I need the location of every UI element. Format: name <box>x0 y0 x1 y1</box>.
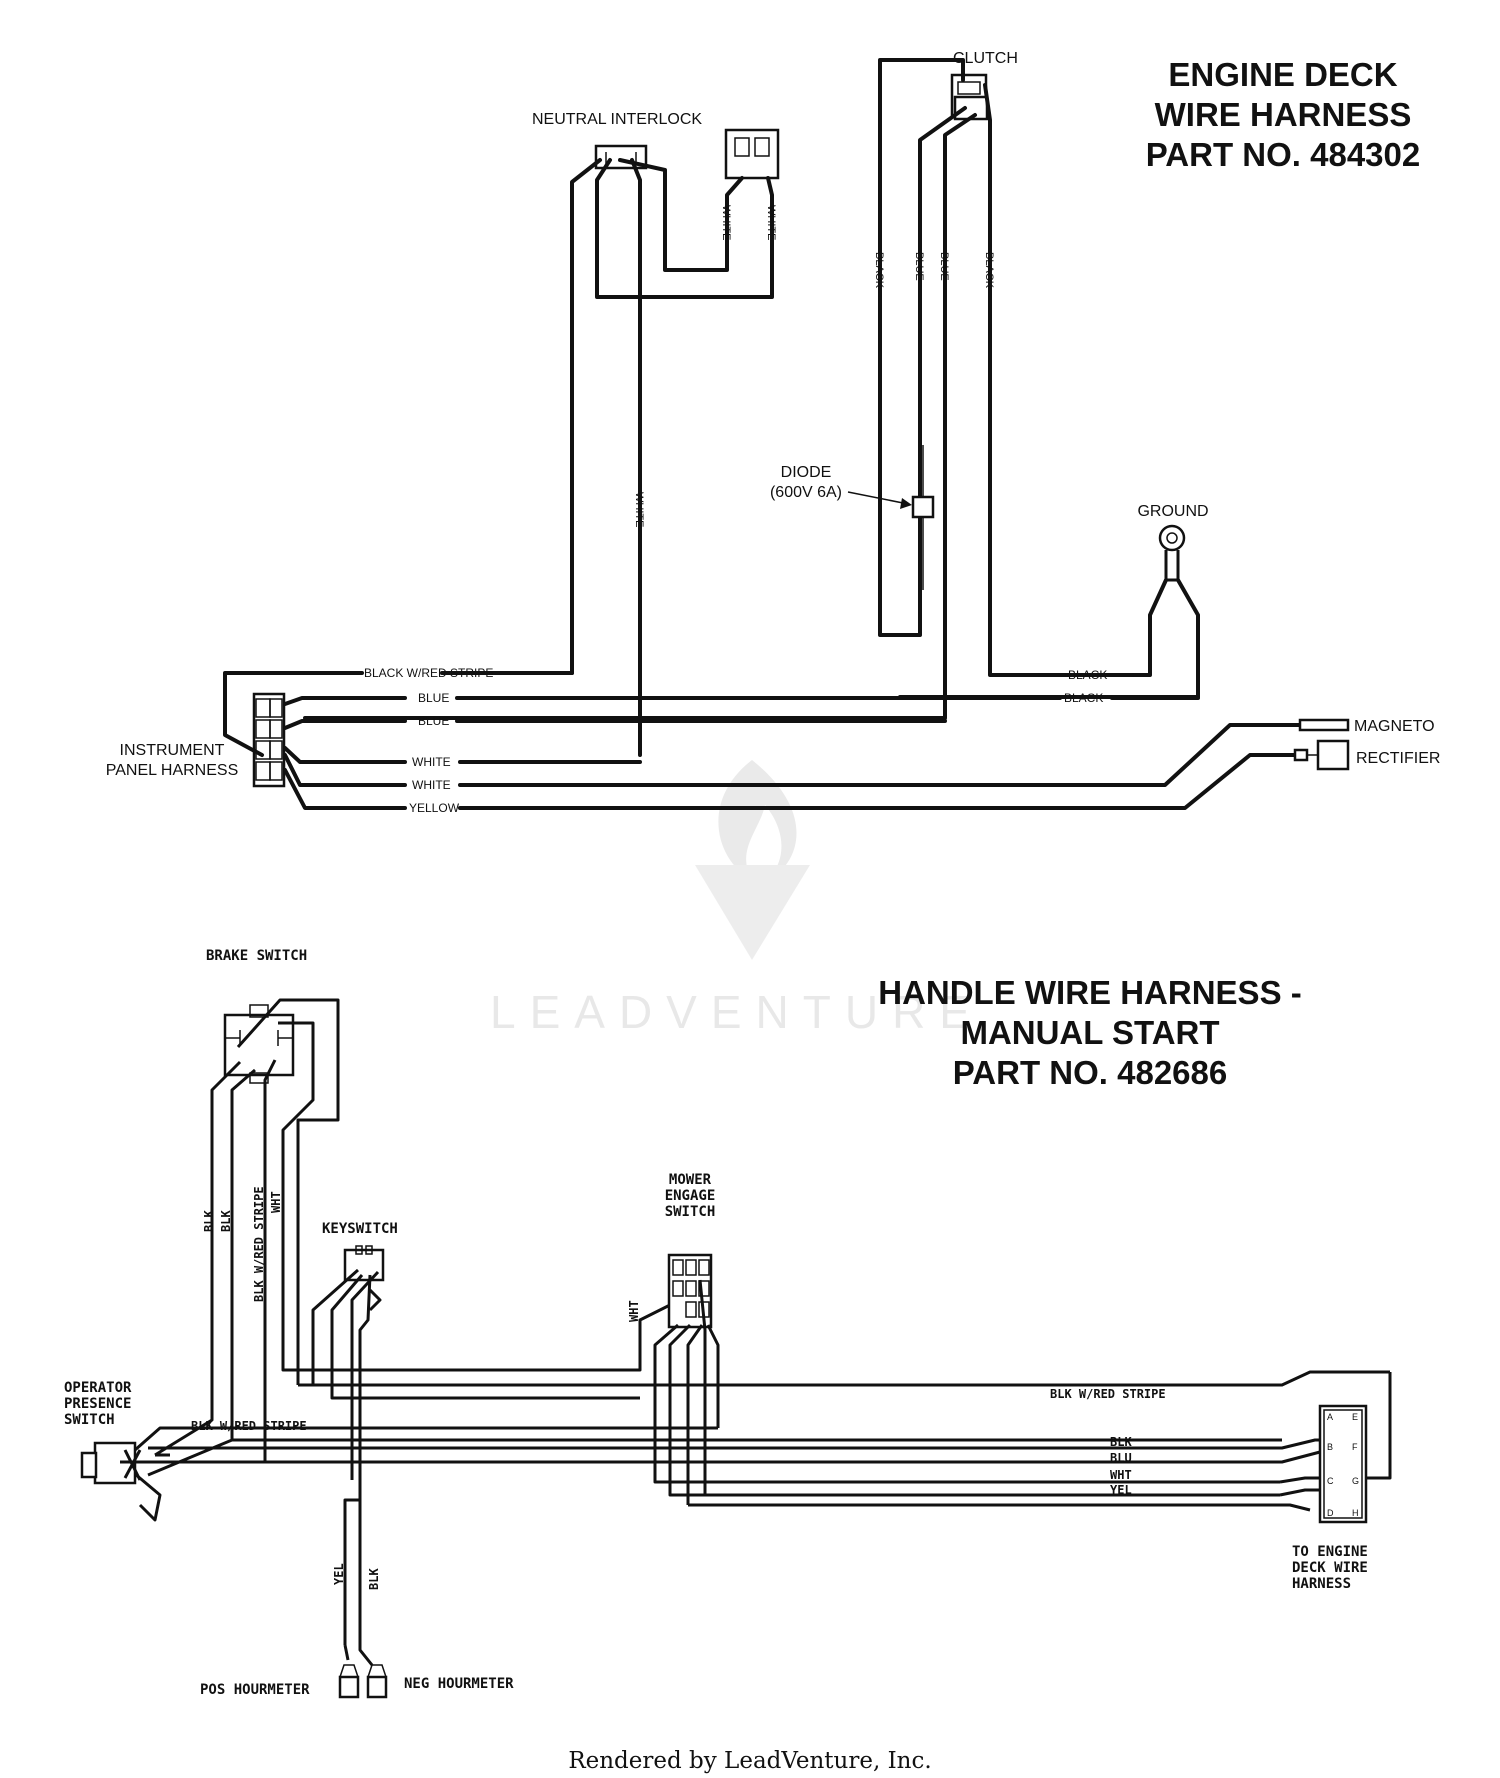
wire-label-yel-bottom: YEL <box>332 1563 346 1585</box>
pin-c: C <box>1327 1476 1334 1486</box>
pos-hourmeter-terminal <box>338 1675 360 1699</box>
to-engine-deck-label-1: TO ENGINE <box>1292 1544 1368 1560</box>
rectifier-label: RECTIFIER <box>1356 750 1440 767</box>
engine-deck-title-1: ENGINE DECK <box>1168 56 1397 93</box>
wire-label-wht-right: WHT <box>1110 1468 1132 1482</box>
instrument-panel-label-1: INSTRUMENT <box>120 742 225 759</box>
wire-label-blk-2: BLK <box>219 1210 233 1232</box>
wire-label-blk-right: BLK <box>1110 1435 1132 1449</box>
pin-h: H <box>1352 1508 1359 1518</box>
engine-deck-title-3: PART NO. 484302 <box>1146 136 1421 173</box>
pin-a: A <box>1327 1412 1333 1422</box>
brake-switch-label: BRAKE SWITCH <box>206 948 307 964</box>
clutch-label: CLUTCH <box>953 50 1018 67</box>
wire-label-black-2: BLACK <box>1064 691 1103 705</box>
operator-presence-plug <box>80 1451 98 1479</box>
wire-label-clutch-blue-a: BLUE <box>913 252 925 281</box>
handle-title-2: MANUAL START <box>960 1014 1219 1051</box>
to-engine-deck-connector <box>1318 1404 1368 1524</box>
wire-label-blue-1: BLUE <box>418 691 449 705</box>
handle-harness <box>80 998 1392 1699</box>
to-engine-deck-label-3: HARNESS <box>1292 1576 1351 1592</box>
wire-label-white-a: WHITE <box>720 205 732 240</box>
pin-b: B <box>1327 1442 1333 1452</box>
wire-label-wht-vertical: WHT <box>269 1191 283 1213</box>
mower-engage-label-3: SWITCH <box>665 1204 716 1220</box>
wire-label-black-red-stripe: BLACK W/RED STRIPE <box>364 666 493 680</box>
rectifier-connector <box>1293 748 1309 762</box>
neutral-interlock-label: NEUTRAL INTERLOCK <box>532 111 702 128</box>
rectifier-plug <box>1316 739 1350 771</box>
wire-label-blu-right: BLU <box>1110 1451 1132 1465</box>
pin-f: F <box>1352 1442 1358 1452</box>
wire-label-yellow: YELLOW <box>409 801 460 815</box>
wire-label-blue-2: BLUE <box>418 714 449 728</box>
footer-credit: Rendered by LeadVenture, Inc. <box>568 1748 931 1774</box>
ground-label: GROUND <box>1137 503 1208 520</box>
wire-label-clutch-blue-b: BLUE <box>938 252 950 281</box>
diode <box>911 495 935 519</box>
keyswitch-label: KEYSWITCH <box>322 1221 398 1237</box>
mower-engage-label-2: ENGAGE <box>665 1188 716 1204</box>
wire-label-black-1: BLACK <box>1068 668 1107 682</box>
wire-label-clutch-black-right: BLACK <box>983 252 995 289</box>
wire-label-white-long: WHITE <box>633 492 645 527</box>
operator-presence-label-2: PRESENCE <box>64 1396 131 1412</box>
wire-label-blk-red-stripe-top: BLK W/RED STRIPE <box>1050 1387 1166 1401</box>
wire-label-clutch-black-left: BLACK <box>873 252 885 289</box>
neutral-interlock-plug <box>724 128 780 180</box>
mower-engage-label-1: MOWER <box>669 1172 712 1188</box>
handle-title-3: PART NO. 482686 <box>953 1054 1228 1091</box>
wire-label-white-2: WHITE <box>412 778 451 792</box>
leadventure-watermark: LEADVENTURE <box>490 760 984 1038</box>
wire-label-yel-right: YEL <box>1110 1483 1132 1497</box>
operator-presence-label-3: SWITCH <box>64 1412 115 1428</box>
instrument-panel-label-2: PANEL HARNESS <box>106 762 238 779</box>
pos-hourmeter-label: POS HOURMETER <box>200 1682 310 1698</box>
wire-label-wht-mower: WHT <box>627 1300 641 1322</box>
to-engine-deck-label-2: DECK WIRE <box>1292 1560 1368 1576</box>
diode-label-1: DIODE <box>781 464 832 481</box>
engine-deck-harness <box>223 58 1350 810</box>
magneto-label: MAGNETO <box>1354 718 1435 735</box>
wire-label-blk-1: BLK <box>202 1210 216 1232</box>
pin-e: E <box>1352 1412 1358 1422</box>
instrument-panel-connector <box>252 692 286 788</box>
engine-deck-title-2: WIRE HARNESS <box>1155 96 1412 133</box>
pin-g: G <box>1352 1476 1359 1486</box>
watermark-text: LEADVENTURE <box>490 986 984 1038</box>
neg-hourmeter-label: NEG HOURMETER <box>404 1676 514 1692</box>
diode-label-2: (600V 6A) <box>770 484 842 501</box>
wire-label-white-b: WHITE <box>765 205 777 240</box>
operator-presence-label-1: OPERATOR <box>64 1380 132 1396</box>
wire-label-white-1: WHITE <box>412 755 451 769</box>
wire-label-blk-red-vertical: BLK W/RED STRIPE <box>252 1186 266 1302</box>
pin-d: D <box>1327 1508 1334 1518</box>
neg-hourmeter-terminal <box>366 1675 388 1699</box>
magneto-terminal <box>1298 718 1350 732</box>
wire-label-blk-red-stripe-left: BLK W/RED STRIPE <box>191 1419 307 1433</box>
handle-title-1: HANDLE WIRE HARNESS - <box>878 974 1302 1011</box>
wire-label-blk-bottom: BLK <box>367 1568 381 1590</box>
